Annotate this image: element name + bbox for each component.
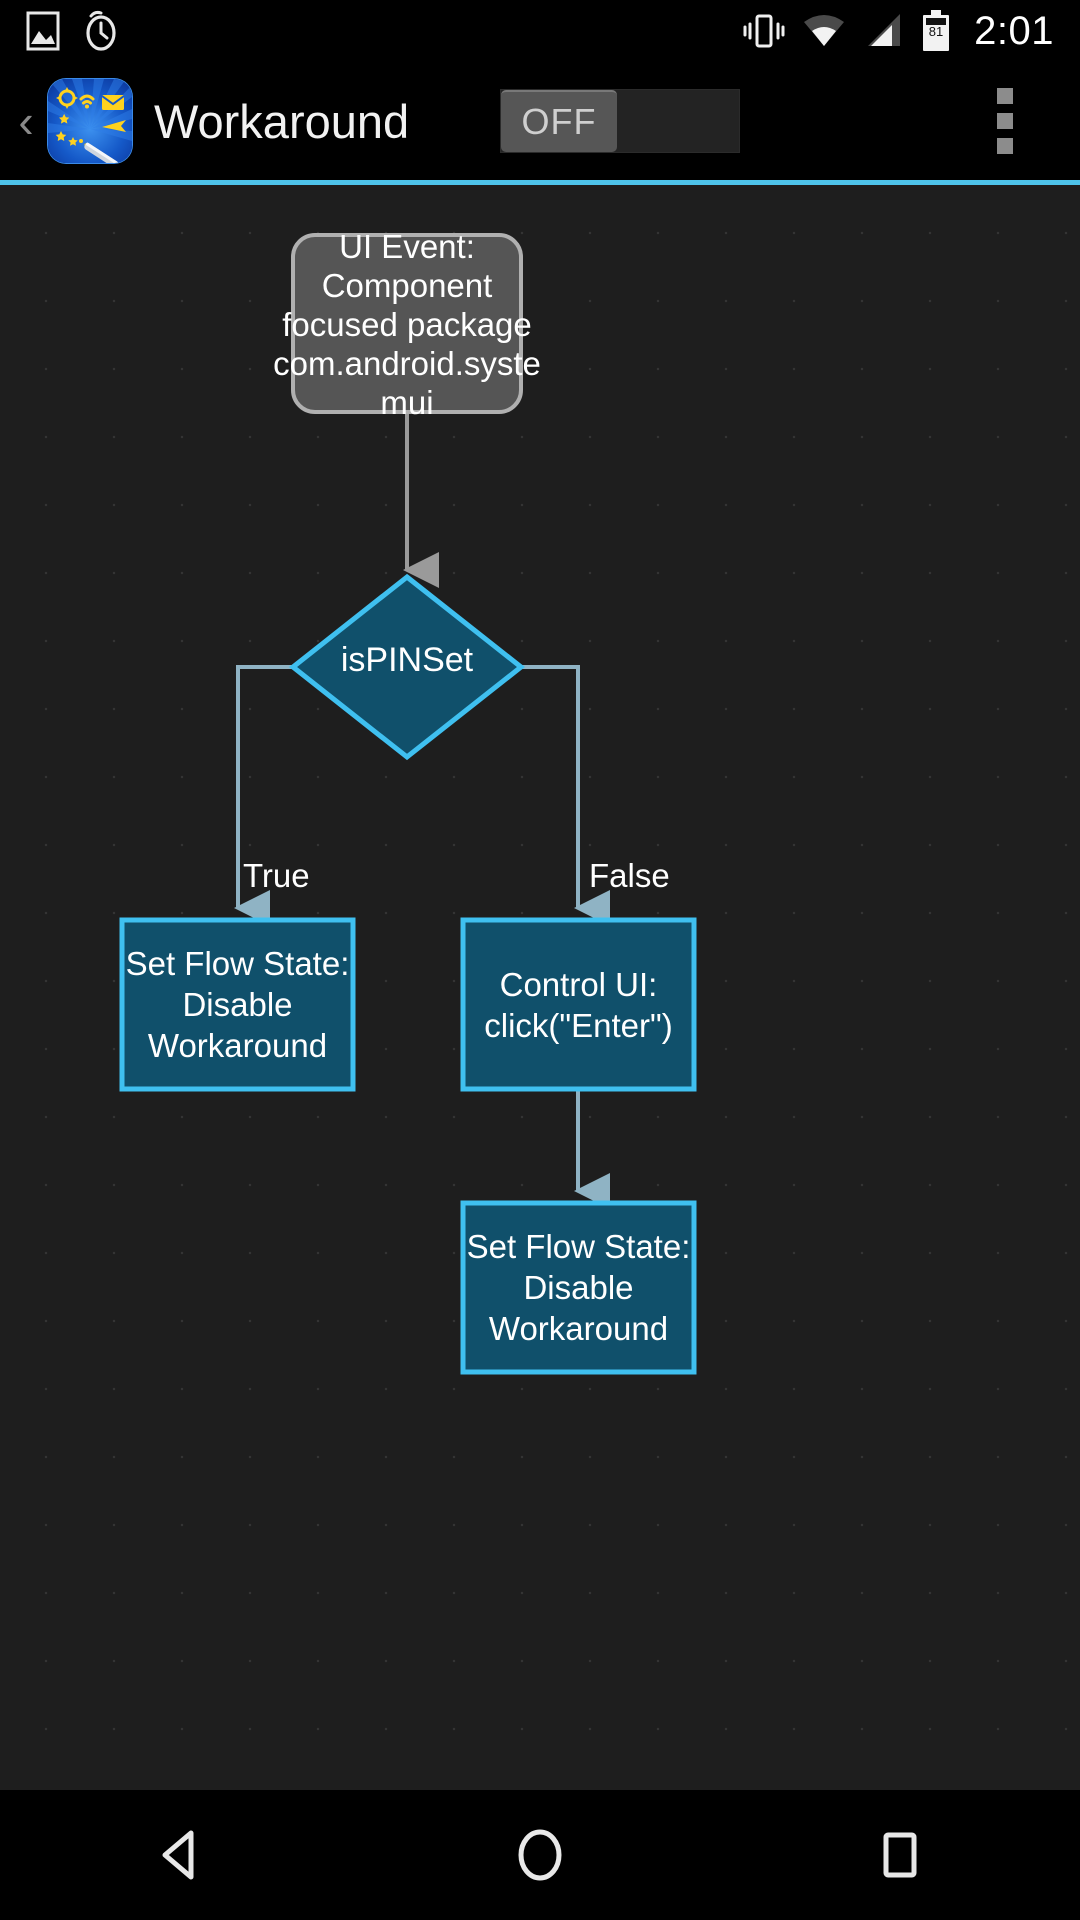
flow-node-set-flow-state-final[interactable] [463, 1203, 694, 1372]
status-bar-clock: 2:01 [974, 8, 1054, 53]
navigation-bar [0, 1790, 1080, 1920]
flow-node-set-flow-state-final-shape [460, 1200, 697, 1375]
overflow-dot-2 [997, 113, 1013, 129]
flow-graphics [119, 233, 697, 1375]
overflow-menu-button[interactable] [990, 88, 1020, 154]
nav-back-button[interactable] [100, 1790, 260, 1920]
edge-label-false: False [589, 857, 670, 894]
flow-node-set-flow-state-true[interactable] [122, 920, 353, 1089]
battery-icon: 81 [923, 10, 950, 51]
overflow-dot-1 [997, 88, 1013, 104]
alarm-clock-icon [86, 10, 116, 51]
flow-node-is-pin-set-shape [288, 573, 526, 761]
flow-node-control-ui-click-enter[interactable] [463, 920, 694, 1089]
toggle-thumb[interactable]: OFF [501, 90, 617, 152]
back-chevron-icon[interactable]: ‹ [18, 95, 34, 147]
recents-square-icon [883, 1832, 917, 1878]
status-bar-right-icons: 81 2:01 [742, 9, 1080, 54]
edge-decision-false [521, 665, 610, 926]
wifi-icon [804, 15, 845, 46]
home-circle-icon [518, 1829, 562, 1881]
battery-percent-text: 81 [929, 24, 943, 39]
cell-signal-icon [868, 14, 901, 46]
flow-node-ui-event[interactable] [293, 235, 521, 412]
action-bar: ‹ [0, 62, 1080, 180]
overflow-dot-3 [997, 138, 1013, 154]
accent-divider [0, 180, 1080, 185]
app-icon-glyphs [55, 87, 126, 163]
flow-node-is-pin-set[interactable] [293, 577, 521, 757]
status-bar-left-icons [0, 10, 120, 52]
workaround-app-icon[interactable] [48, 79, 132, 163]
toggle-state-label: OFF [521, 101, 597, 142]
vibrate-icon [743, 14, 785, 48]
enable-toggle[interactable]: OFF [500, 89, 740, 153]
nav-recents-button[interactable] [820, 1790, 980, 1920]
flow-node-set-flow-state-true-shape [119, 917, 356, 1092]
image-icon [26, 11, 60, 51]
page-title: Workaround [154, 94, 410, 148]
flow-node-ui-event-shape [291, 233, 523, 414]
status-bar: 81 2:01 [0, 0, 1080, 62]
flow-node-control-ui-click-enter-shape [460, 917, 697, 1092]
back-triangle-icon [162, 1830, 194, 1880]
nav-home-button[interactable] [460, 1790, 620, 1920]
flow-canvas[interactable]: UI Event: Component focused package com.… [0, 185, 1080, 1790]
edge-label-true: True [243, 857, 310, 894]
edge-decision-true [234, 665, 293, 926]
